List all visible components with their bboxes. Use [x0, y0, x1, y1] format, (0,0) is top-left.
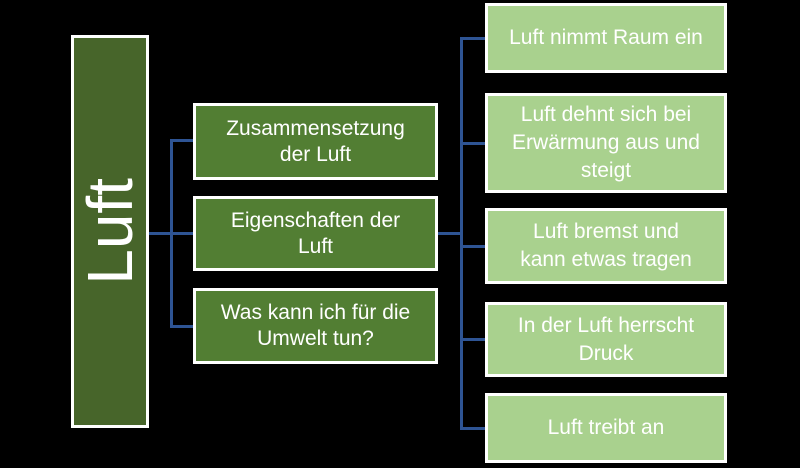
leaf-5-stub-connector: [460, 427, 485, 430]
branch-node-label: Eigenschaften der Luft: [230, 208, 401, 258]
leaf-3-stub-connector: [460, 245, 485, 248]
leaf-node-druck: In der Luft herrscht Druck: [485, 302, 727, 377]
leaf-node-label: Luft bremst und kann etwas tragen: [520, 220, 692, 271]
leaf-node-label: Luft nimmt Raum ein: [509, 26, 703, 49]
leaf-node-label: In der Luft herrscht Druck: [517, 313, 695, 365]
leaf-4-stub-connector: [460, 338, 485, 341]
branch-3-stub-connector: [170, 325, 194, 328]
leaf-2-stub-connector: [460, 142, 485, 145]
root-link-connector: [149, 232, 193, 235]
branch-node-umwelt: Was kann ich für die Umwelt tun?: [193, 288, 438, 364]
root-node-luft: Luft: [71, 35, 149, 428]
leaf-1-stub-connector: [460, 37, 485, 40]
leaf-node-erwaermung: Luft dehnt sich bei Erwärmung aus und st…: [485, 93, 727, 193]
branch-1-stub-connector: [170, 139, 194, 142]
branch-node-label: Zusammensetzung der Luft: [226, 116, 405, 166]
branch-node-zusammensetzung: Zusammensetzung der Luft: [193, 103, 438, 180]
branch-2-right-link-connector: [438, 232, 463, 235]
right-trunk-connector: [460, 37, 463, 430]
leaf-node-raum: Luft nimmt Raum ein: [485, 3, 727, 73]
leaf-node-label: Luft dehnt sich bei Erwärmung aus und st…: [512, 103, 700, 182]
branch-node-eigenschaften: Eigenschaften der Luft: [193, 196, 438, 271]
leaf-node-bremst: Luft bremst und kann etwas tragen: [485, 208, 727, 284]
leaf-node-label: Luft treibt an: [547, 416, 665, 439]
branch-node-label: Was kann ich für die Umwelt tun?: [220, 301, 411, 350]
leaf-node-treibt-an: Luft treibt an: [485, 393, 727, 463]
root-node-label: Luft: [74, 178, 146, 285]
